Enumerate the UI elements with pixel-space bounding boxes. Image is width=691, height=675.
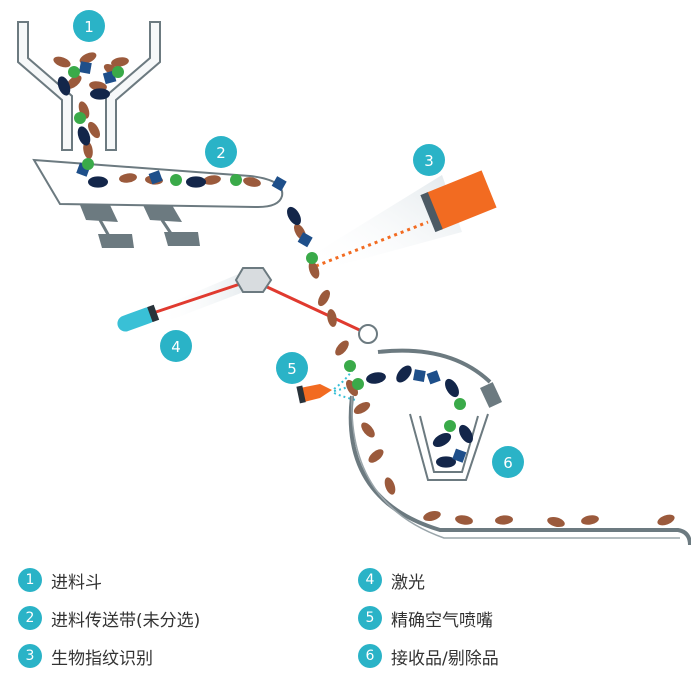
svg-text:2: 2: [216, 144, 226, 162]
legend-item-feed-conveyor: 2 进料传送带(未分选): [18, 605, 200, 631]
svg-text:6: 6: [503, 454, 513, 472]
feed-hopper: [17, 21, 161, 151]
legend-badge: 3: [18, 644, 42, 668]
svg-text:3: 3: [424, 152, 434, 170]
deflector-end: [480, 382, 502, 408]
legend-badge: 5: [358, 606, 382, 630]
camera-unit: [420, 170, 497, 233]
camera-scan-line: [315, 220, 429, 268]
callout-badge-4: 4: [160, 330, 192, 362]
legend-badge: 6: [358, 644, 382, 668]
laser-glow: [158, 270, 254, 324]
callout-badge-2: 2: [205, 136, 237, 168]
foreign-stones: [76, 61, 467, 463]
legend-label: 进料斗: [51, 572, 102, 593]
svg-text:5: 5: [287, 360, 297, 378]
legend-label: 生物指纹识别: [51, 648, 153, 669]
laser-emitter: [117, 304, 160, 332]
legend-item-laser: 4 激光: [358, 567, 425, 593]
callout-badge-6: 6: [492, 446, 524, 478]
legend-label: 精确空气喷嘴: [391, 610, 493, 631]
reject-deflector: [377, 348, 492, 384]
svg-text:1: 1: [84, 18, 94, 36]
laser-beam-out: [251, 278, 367, 335]
legend-item-air-nozzle: 5 精确空气喷嘴: [358, 605, 493, 631]
legend-label: 激光: [391, 572, 425, 593]
legend-item-feed-hopper: 1 进料斗: [18, 567, 102, 593]
legend-item-accept-reject: 6 接收品/剔除品: [358, 643, 499, 669]
laser-receiver: [358, 324, 378, 344]
seed-stream: [51, 50, 677, 529]
legend-badge: 2: [18, 606, 42, 630]
foreign-peas: [68, 66, 466, 432]
callout-badge-3: 3: [413, 144, 445, 176]
legend-item-bio-fingerprint: 3 生物指纹识别: [18, 643, 153, 669]
laser-mirror-hex: [234, 267, 273, 293]
legend-label: 进料传送带(未分选): [51, 610, 201, 631]
accept-chute: [348, 395, 691, 546]
callout-badge-5: 5: [276, 352, 308, 384]
legend-badge: 4: [358, 568, 382, 592]
callout-badge-1: 1: [73, 10, 105, 42]
legend-badge: 1: [18, 568, 42, 592]
laser-beam-in: [149, 278, 253, 316]
svg-text:4: 4: [171, 338, 181, 356]
legend-label: 接收品/剔除品: [391, 648, 499, 669]
